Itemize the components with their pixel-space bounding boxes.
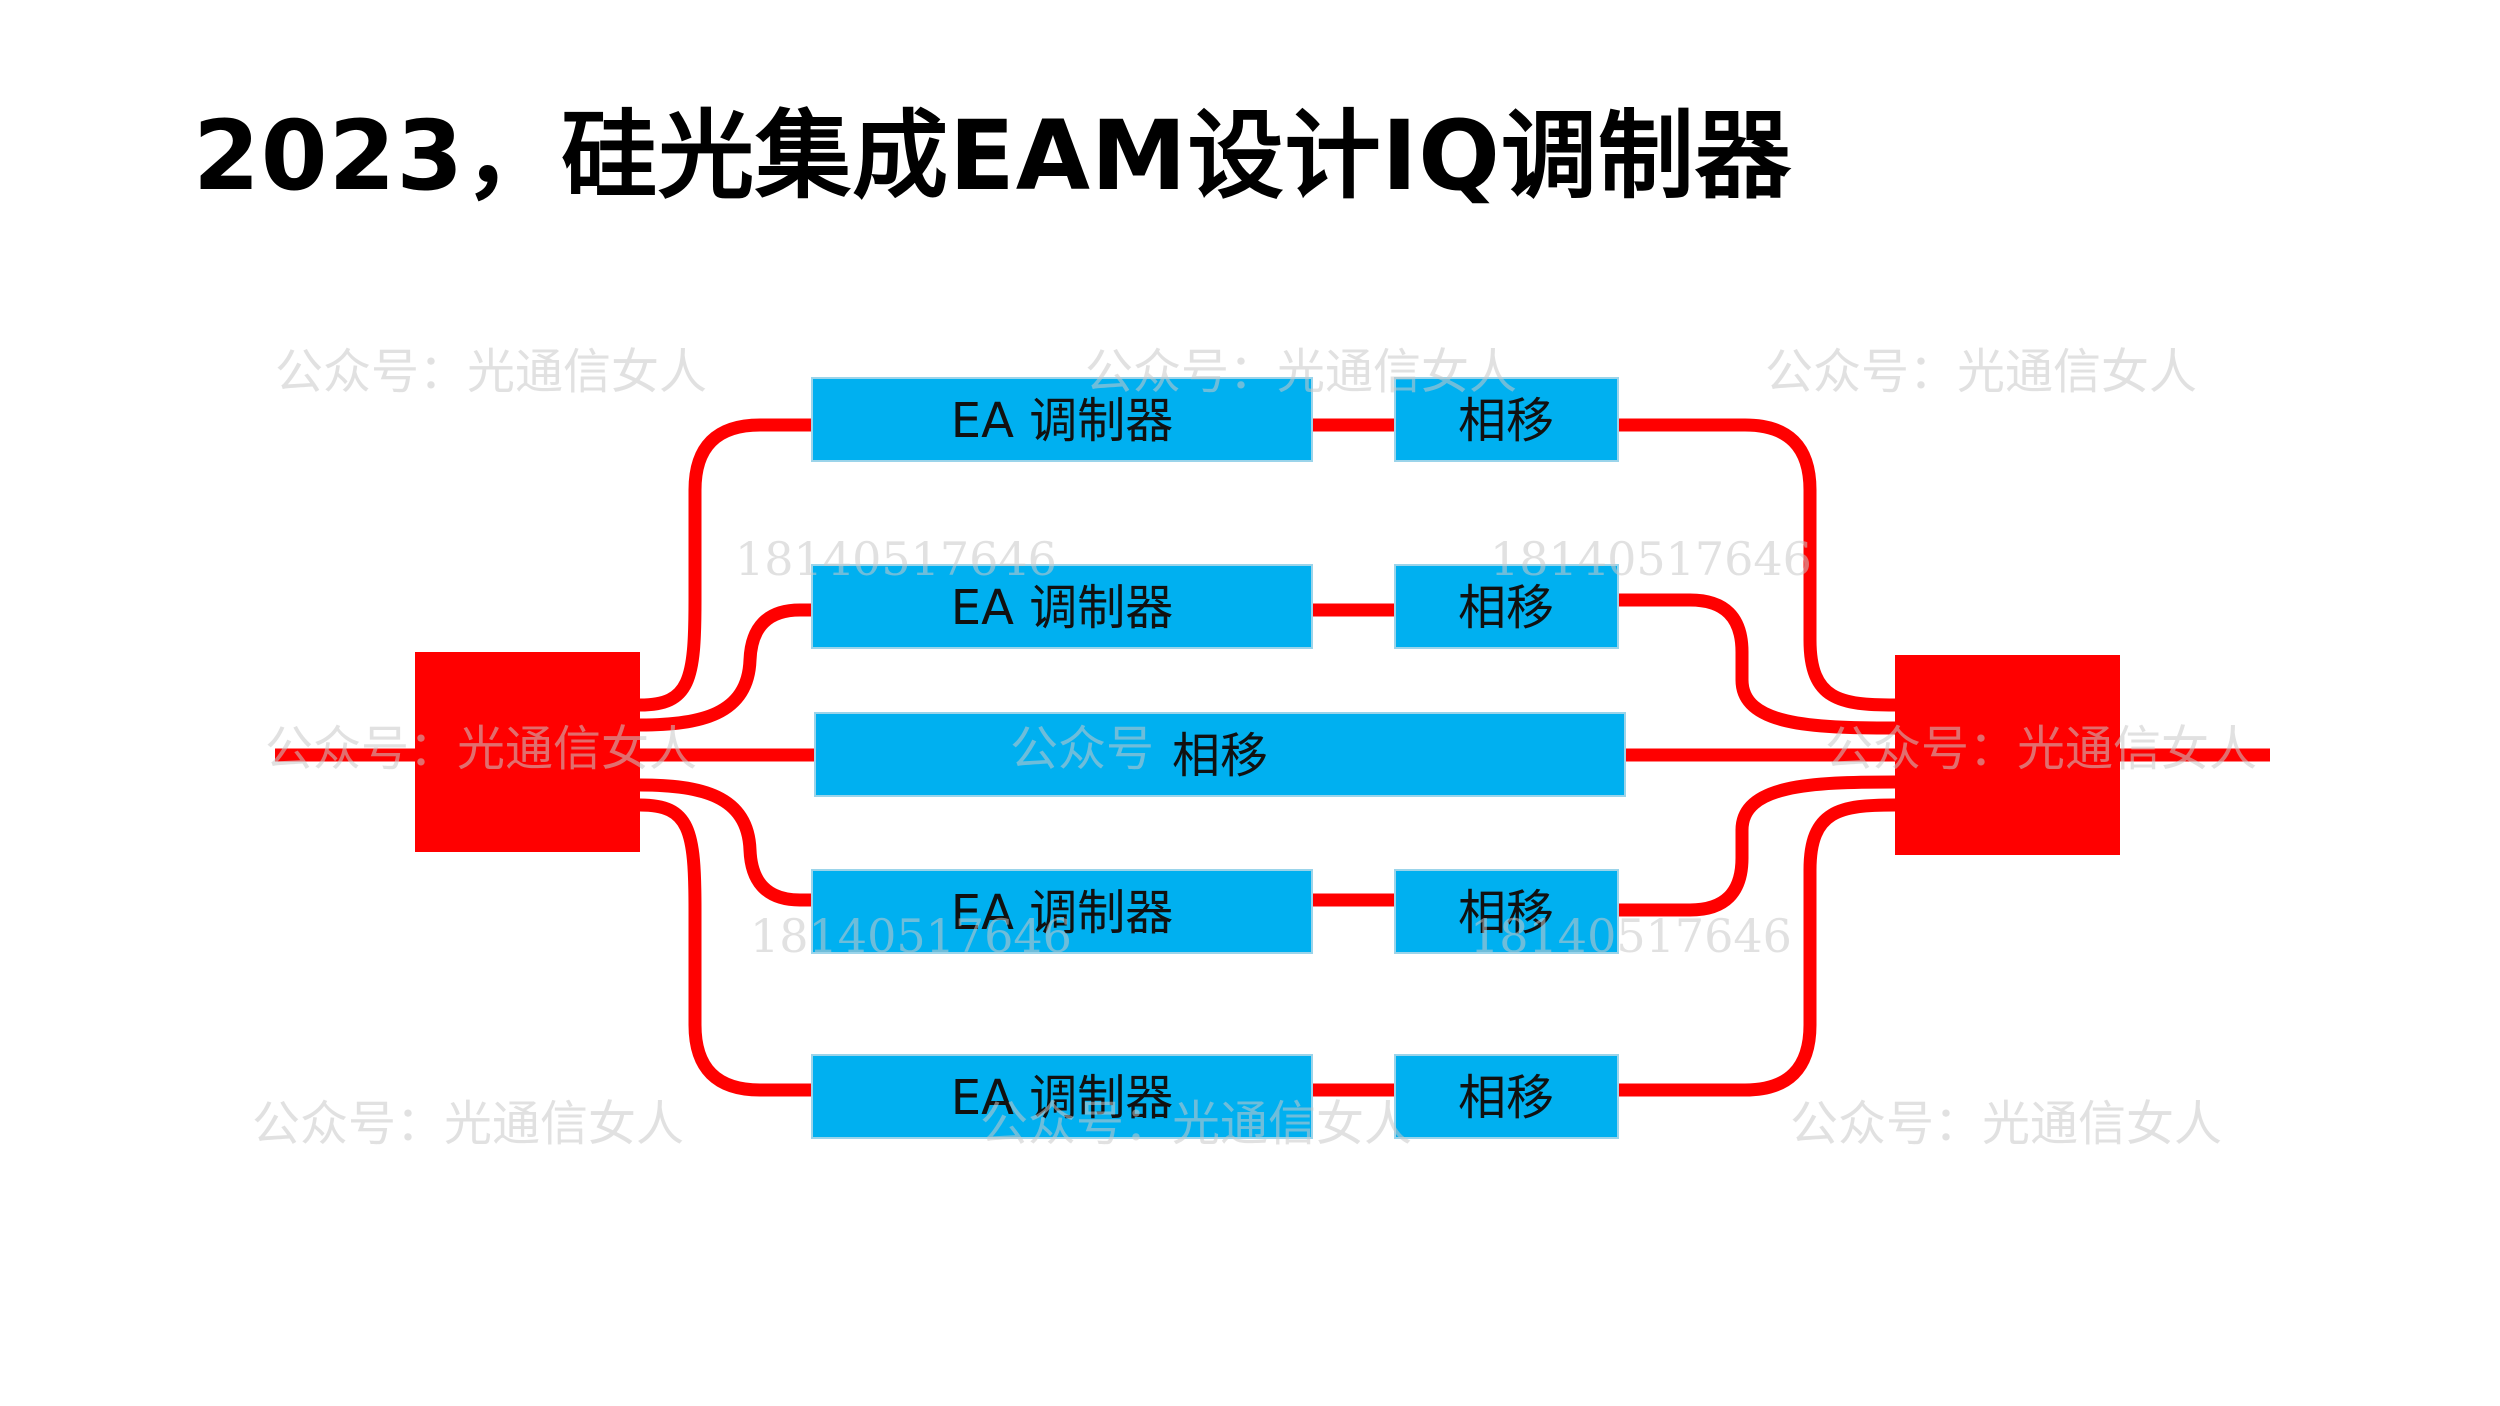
watermarks: 公众号：光通信女人 公众号：光通信女人 公众号：光通信女人 1814051764… <box>252 344 2257 1152</box>
phase-shifter-box <box>1394 377 1619 462</box>
watermark-account: 公众号：光通信女人 <box>980 1096 1412 1152</box>
watermark-account: 公众号：光通信女人 <box>265 721 697 777</box>
phase-shifter-label: 相移 <box>1458 885 1554 941</box>
ea-modulator-box <box>811 377 1313 462</box>
watermark-phone: 18140517646 <box>1490 532 1812 586</box>
page-title: 2023，硅光集成EAM设计IQ调制器 <box>193 100 1792 212</box>
row-2: EA 调制器 相移 <box>811 564 1619 649</box>
splitter-arm-5 <box>639 798 812 1097</box>
splitter-arm-1 <box>639 418 812 712</box>
watermark-account: 公众号：光通信女人 <box>1790 1096 2222 1152</box>
phase-shifter-label: 相移 <box>1458 580 1554 636</box>
phase-shifter-box <box>1394 564 1619 649</box>
center-phase-shifter-label: 相移 <box>1172 728 1268 784</box>
splitter-arm-4 <box>639 778 812 907</box>
combiner-block <box>1895 655 2120 855</box>
row-1: EA 调制器 相移 <box>811 377 1619 462</box>
watermark-phone: 18140517646 <box>735 532 1057 586</box>
ea-modulator-label: EA 调制器 <box>951 1070 1173 1126</box>
center-phase-shifter-box <box>814 712 1626 797</box>
ea-modulator-label: EA 调制器 <box>951 393 1173 449</box>
ea-modulator-box <box>811 564 1313 649</box>
combiner-arm-5 <box>1618 798 1896 1097</box>
row-3: 相移 <box>814 712 1626 797</box>
splitter-block <box>415 652 640 852</box>
watermark-account: 公众号：光通信女人 <box>1825 721 2257 777</box>
row-4: EA 调制器 相移 <box>811 869 1619 954</box>
combiner-arm-4 <box>1618 775 1896 917</box>
combiner-arm-1 <box>1618 418 1896 712</box>
phase-shifter-label: 相移 <box>1458 393 1554 449</box>
watermark-phone: 18140517646 <box>1470 909 1792 963</box>
watermark-account-partial: 公众号 <box>1010 721 1154 777</box>
phase-shifter-box <box>1394 1054 1619 1139</box>
ea-modulator-box <box>811 1054 1313 1139</box>
waveguides <box>275 418 2270 1097</box>
ea-modulator-label: EA 调制器 <box>951 580 1173 636</box>
watermark-account: 公众号：光通信女人 <box>1085 344 1517 400</box>
ea-modulator-box <box>811 869 1313 954</box>
watermark-phone: 18140517646 <box>750 909 1072 963</box>
phase-shifter-label: 相移 <box>1458 1070 1554 1126</box>
watermark-account: 公众号：光通信女人 <box>252 1096 684 1152</box>
watermark-account: 公众号：光通信女人 <box>1765 344 2197 400</box>
ea-modulator-label: EA 调制器 <box>951 885 1173 941</box>
splitter-arm-2 <box>639 603 812 732</box>
combiner-arm-2 <box>1618 593 1896 735</box>
watermark-account: 公众号：光通信女人 <box>275 344 707 400</box>
row-5: EA 调制器 相移 <box>811 1054 1619 1139</box>
phase-shifter-box <box>1394 869 1619 954</box>
